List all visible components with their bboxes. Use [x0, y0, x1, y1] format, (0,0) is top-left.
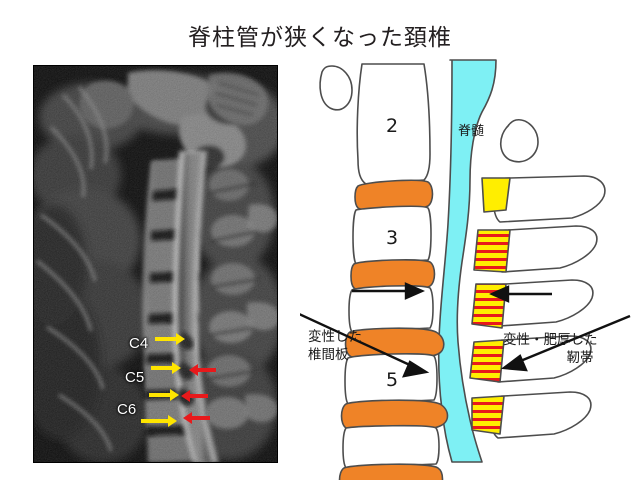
yellow-arrow-1	[155, 333, 185, 345]
spinal-cord-shape	[437, 59, 497, 463]
yellow-arrow-4	[141, 415, 177, 427]
disc-3-4	[350, 259, 436, 293]
spinal-cord-label: 脊髄	[458, 124, 485, 139]
mri-level-label-c4: C4	[129, 335, 149, 352]
yellow-arrow-3	[149, 389, 179, 401]
yellow-arrow-2	[151, 362, 181, 374]
leader-arrow-disc-lower	[300, 313, 430, 378]
ligament-4-thickened	[469, 339, 505, 383]
spine-schematic-svg: 2 3 5 7	[300, 59, 631, 480]
vertebra-number-5: 5	[386, 369, 398, 391]
posterior-element-6	[489, 391, 592, 439]
vertebra-body-3	[352, 205, 432, 265]
ligament-5-thickened	[471, 395, 505, 435]
vertebra-number-2: 2	[386, 115, 398, 137]
leader-arrow-ligament-upper	[489, 285, 552, 303]
vertebra-number-3: 3	[386, 227, 398, 249]
disc-4-5-degenerated	[344, 327, 445, 361]
vertebra-body-6	[342, 424, 440, 469]
disc-5-6-degenerated	[340, 399, 449, 433]
caption-degenerated-disc: 変性した 椎間板	[308, 328, 362, 364]
caption-ligament-line2: 靭帯	[566, 350, 594, 367]
ligament-1	[481, 177, 511, 213]
leader-arrow-ligament-lower	[500, 314, 631, 372]
caption-disc-line1: 変性した	[308, 329, 362, 345]
caption-disc-line2: 椎間板	[308, 347, 349, 364]
disc-6-7	[338, 463, 444, 480]
red-arrow-1	[189, 364, 216, 376]
mri-image	[33, 65, 278, 463]
page-title: 脊柱管が狭くなった頚椎	[188, 25, 452, 51]
vertebra-body-2	[356, 63, 431, 185]
ligament-2-thickened	[473, 229, 511, 273]
mri-level-label-c5: C5	[125, 369, 145, 386]
caption-thickened-ligament: 変性・肥厚した 靭帯	[503, 331, 598, 367]
posterior-element-1	[499, 118, 539, 163]
vertebra-body-1	[319, 65, 353, 111]
vertebra-body-4	[348, 285, 434, 333]
disc-2-3	[354, 179, 434, 213]
red-arrow-3	[183, 412, 210, 424]
mri-panel: C4 C5 C6	[33, 65, 278, 463]
red-arrow-2	[181, 390, 208, 402]
caption-ligament-line1: 変性・肥厚した	[503, 332, 598, 348]
mri-level-label-c6: C6	[117, 401, 137, 418]
leader-arrow-disc-upper	[352, 282, 425, 300]
schematic-panel: 2 3 5 7 脊髄	[300, 50, 640, 480]
